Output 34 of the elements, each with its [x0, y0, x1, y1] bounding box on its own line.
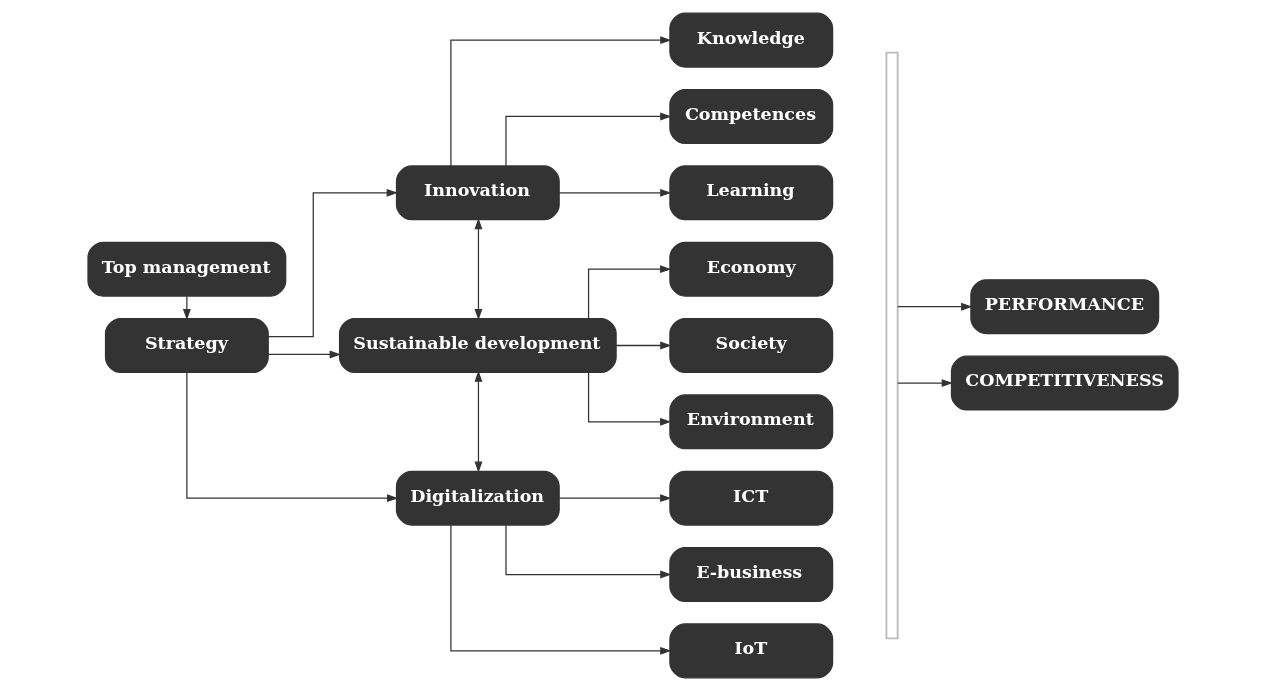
arrow: [450, 36, 672, 167]
arrow: [267, 188, 398, 338]
node-box: PERFORMANCE: [970, 279, 1160, 335]
arrow: [450, 524, 672, 655]
arrow: [182, 295, 191, 321]
arrow: [897, 302, 973, 311]
node-box: Environment: [669, 394, 834, 450]
node-box: Knowledge: [669, 12, 834, 68]
arrow: [558, 188, 672, 197]
node-box: Digitalization: [395, 470, 560, 526]
arrow: [897, 379, 953, 387]
node-box: COMPETITIVENESS: [950, 355, 1179, 411]
arrow: [505, 524, 672, 579]
arrow: [186, 371, 399, 503]
node-box: Economy: [669, 241, 834, 297]
node-bracket: [885, 51, 899, 640]
node-box: Learning: [669, 165, 834, 221]
node-box: E-business: [669, 546, 834, 603]
arrow: [474, 370, 483, 473]
arrow: [615, 341, 672, 350]
arrow: [267, 350, 341, 359]
node-box: ICT: [669, 470, 834, 526]
node-box: Strategy: [104, 317, 269, 374]
arrow: [505, 112, 672, 167]
arrow: [587, 265, 672, 319]
node-box: IoT: [669, 623, 834, 679]
node-box: Top management: [87, 241, 287, 297]
node-box: Sustainable development: [338, 317, 617, 374]
arrow: [558, 494, 672, 503]
node-box: Society: [669, 317, 834, 374]
node-box: Competences: [669, 88, 834, 145]
arrow: [587, 372, 672, 426]
arrow: [474, 217, 483, 321]
node-box: Innovation: [395, 165, 560, 221]
